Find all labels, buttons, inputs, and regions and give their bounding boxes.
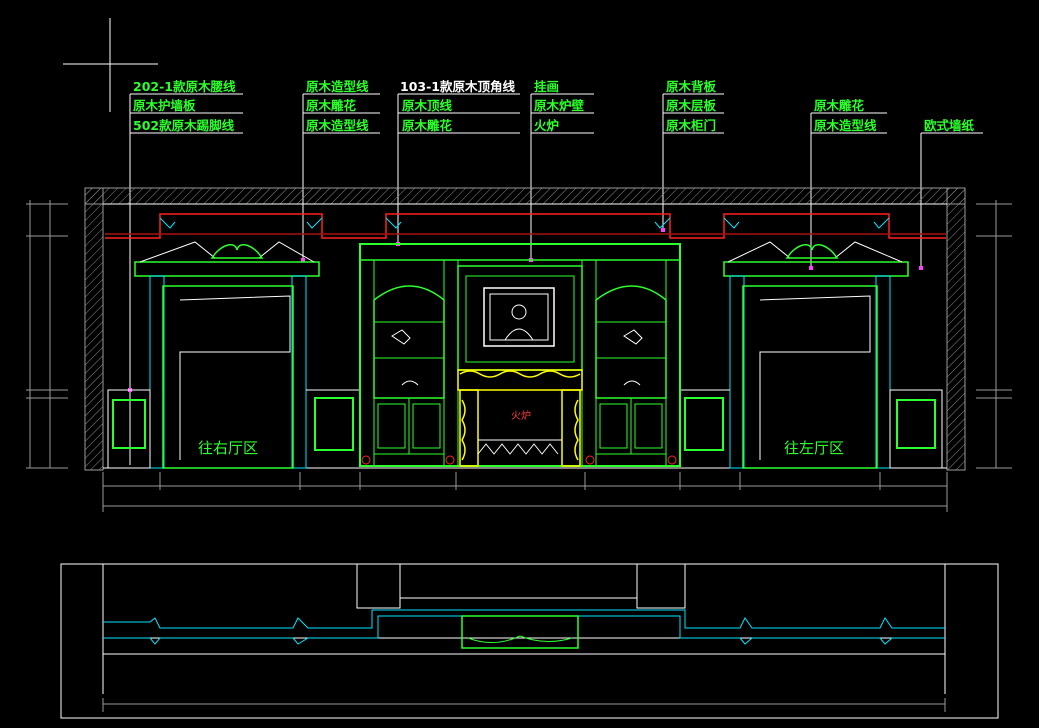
label-carving-3: 原木雕花 <box>814 98 865 113</box>
label-cabinet-door: 原木柜门 <box>666 118 716 133</box>
label-column-5: 原木背板 原木层板 原木柜门 <box>666 79 717 133</box>
dimension-left <box>26 200 68 469</box>
label-column-7: 欧式墙纸 <box>924 118 975 133</box>
label-column-3: 103-1款原木顶角线 原木顶线 原木雕花 <box>400 79 515 133</box>
ceiling-cornice <box>105 213 946 239</box>
label-carving: 原木雕花 <box>306 98 357 113</box>
label-fireplace-wall: 原木炉壁 <box>534 98 585 113</box>
label-wall-panel: 原木护墙板 <box>133 98 196 113</box>
label-moulding-2: 原木造型线 <box>306 118 369 133</box>
label-moulding-3: 原木造型线 <box>814 118 877 133</box>
label-column-2: 原木造型线 原木雕花 原木造型线 <box>306 79 369 133</box>
fireplace-label: 火炉 <box>511 410 531 422</box>
label-shelf: 原木层板 <box>666 98 717 113</box>
label-column-6: 原木雕花 原木造型线 <box>814 98 877 133</box>
dimension-bottom <box>102 472 948 512</box>
zone-right-label: 往左厅区 <box>784 439 844 457</box>
label-skirting: 502款原木踢脚线 <box>133 118 235 133</box>
crosshair-cursor-icon <box>63 18 158 112</box>
dimension-right <box>976 200 1012 469</box>
floor-plan <box>60 563 999 719</box>
label-moulding: 原木造型线 <box>306 79 369 94</box>
label-waist-line: 202-1款原木腰线 <box>133 79 236 94</box>
wall-elevation: 往右厅区 往左厅区 火炉 <box>26 187 1012 512</box>
wainscot-panels <box>306 389 730 451</box>
label-top-line: 原木顶线 <box>402 98 453 113</box>
label-back-panel: 原木背板 <box>666 79 717 94</box>
label-column-1: 202-1款原木腰线 原木护墙板 502款原木踢脚线 <box>133 79 236 133</box>
label-carving-2: 原木雕花 <box>402 118 453 133</box>
label-fireplace: 火炉 <box>534 118 559 133</box>
callout-labels: 202-1款原木腰线 原木护墙板 502款原木踢脚线 原木造型线 原木雕花 原木… <box>128 79 983 465</box>
central-cabinet <box>359 243 681 467</box>
label-cornice: 103-1款原木顶角线 <box>400 79 515 94</box>
zone-left-label: 往右厅区 <box>198 439 258 457</box>
label-wallpaper: 欧式墙纸 <box>924 118 975 133</box>
label-column-4: 挂画 原木炉壁 火炉 <box>534 79 585 133</box>
fireplace <box>457 369 583 467</box>
right-doorway <box>723 241 943 469</box>
label-painting: 挂画 <box>534 79 559 94</box>
left-doorway <box>107 241 320 469</box>
